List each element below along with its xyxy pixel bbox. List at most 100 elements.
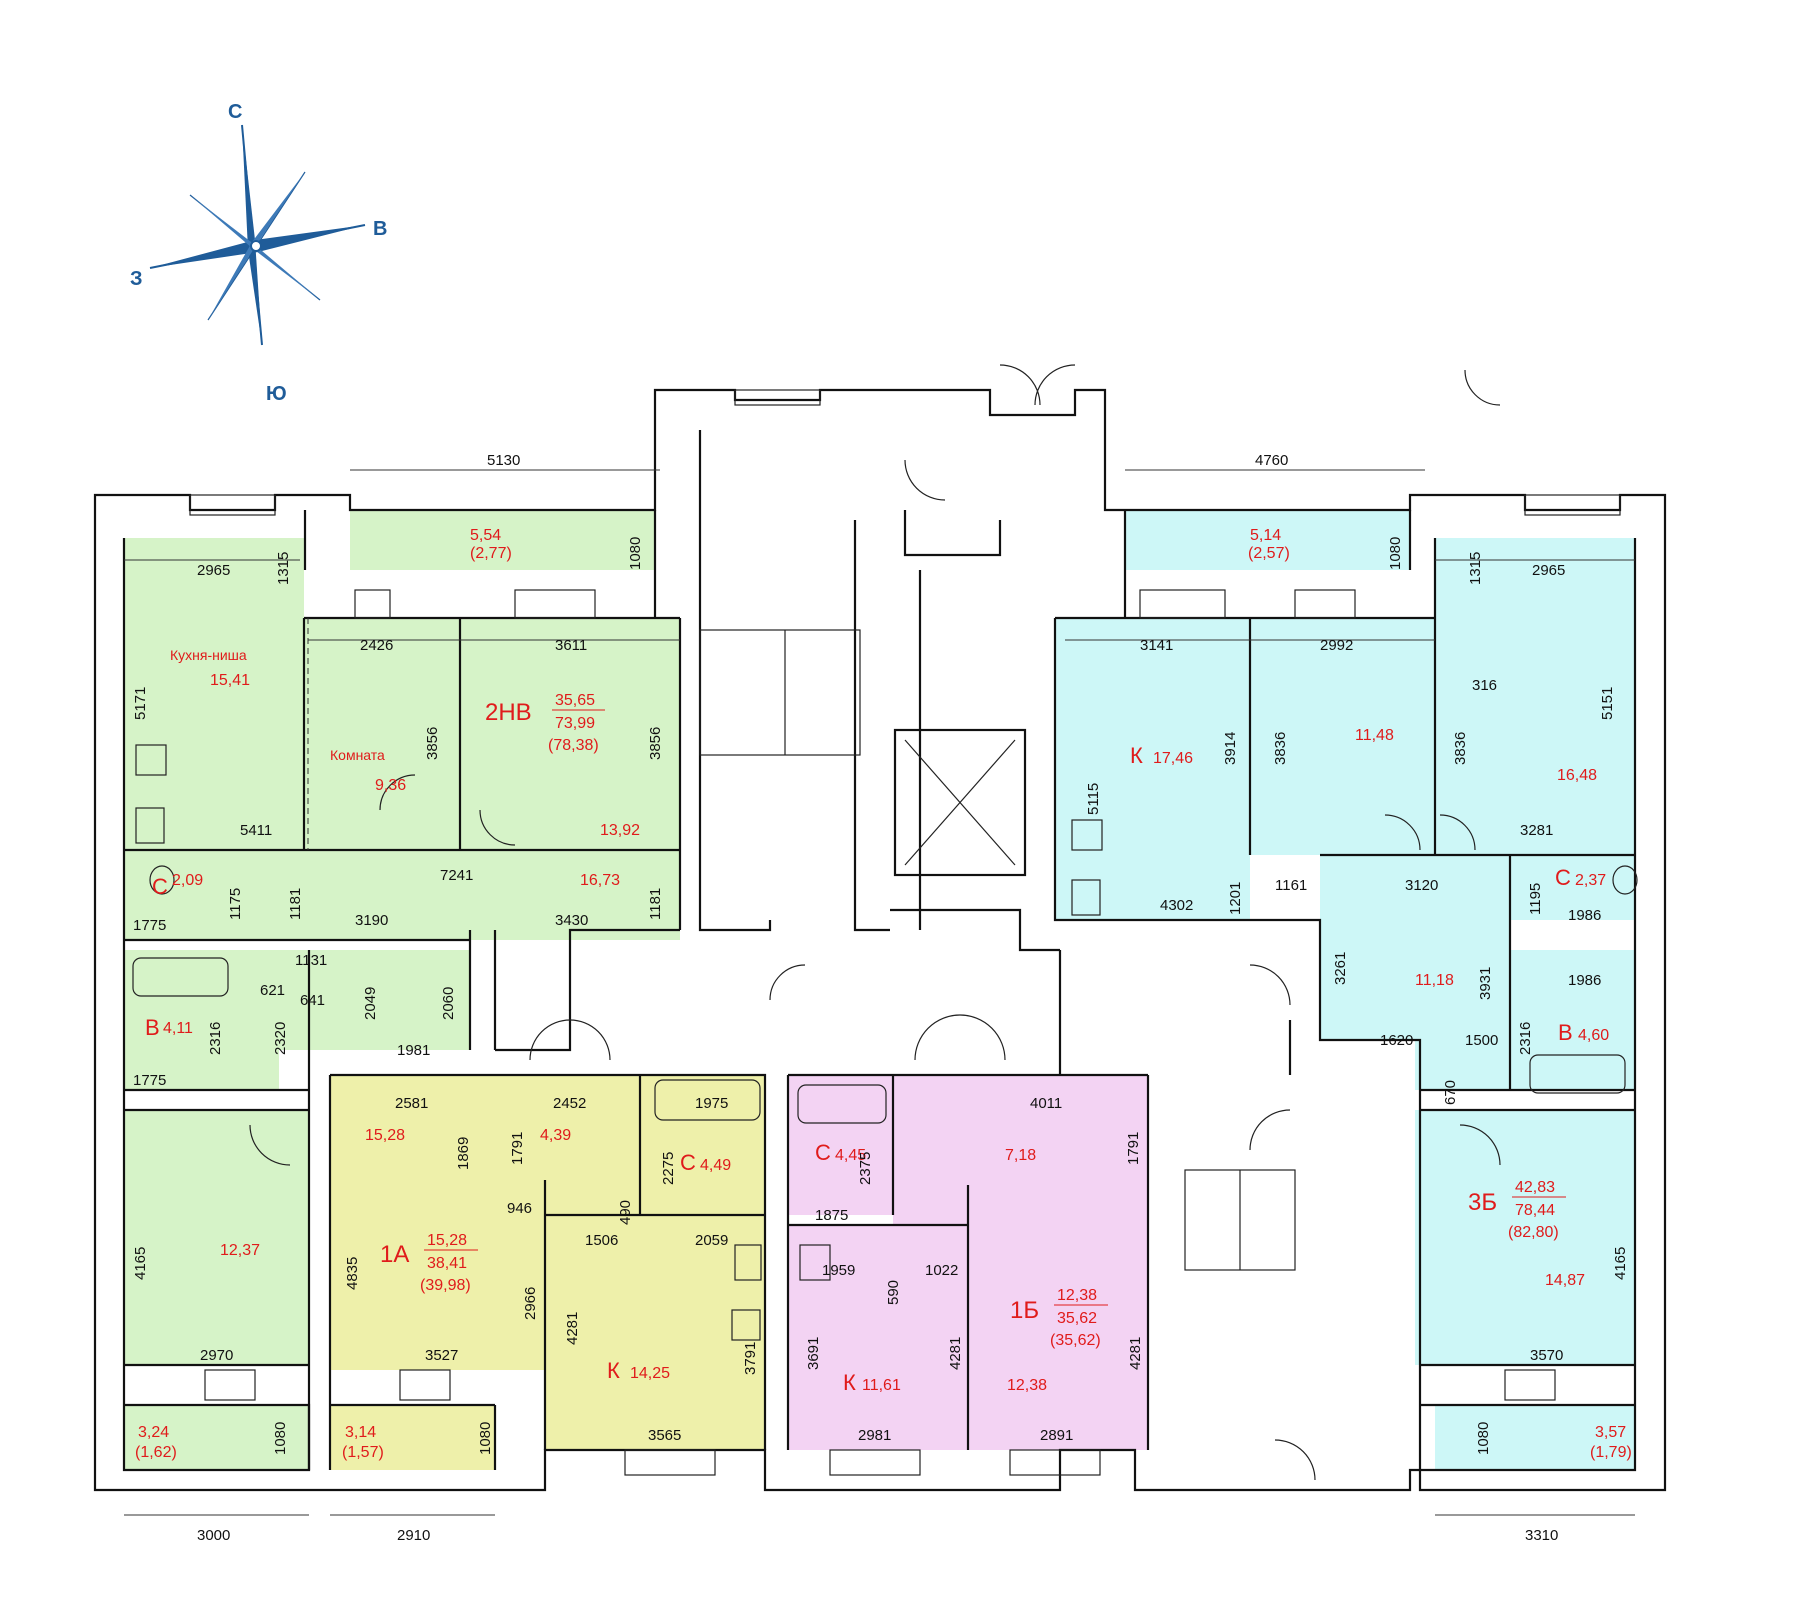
dim-label: 5171 xyxy=(132,687,149,720)
living-area: 35,65 xyxy=(555,692,595,709)
total-area: 78,44 xyxy=(1515,1202,1555,1219)
room2-area: 16,48 xyxy=(1557,767,1597,784)
dim-label: 2426 xyxy=(360,637,393,654)
dim-label: 2060 xyxy=(440,987,457,1020)
dim-label: 1981 xyxy=(397,1042,430,1059)
dim-label: 1791 xyxy=(509,1132,526,1165)
stove-icon xyxy=(731,1309,761,1341)
total-with-balcony: (78,38) xyxy=(548,737,599,754)
dim-label: 2992 xyxy=(1320,637,1353,654)
dim-label: 4281 xyxy=(564,1312,581,1345)
dim-label: 2981 xyxy=(858,1427,891,1444)
dim-label: 3856 xyxy=(647,727,664,760)
total-area: 38,41 xyxy=(427,1255,467,1272)
kitchen-code: К xyxy=(843,1370,856,1395)
dim-label: 670 xyxy=(1442,1080,1459,1105)
apartment-code: 1А xyxy=(380,1241,409,1268)
dim-label: 3261 xyxy=(1332,952,1349,985)
room-area: 12,38 xyxy=(1007,1377,1047,1394)
dim-label: 1080 xyxy=(1475,1422,1492,1455)
dim-label: 641 xyxy=(300,992,325,1009)
dim-label: 5411 xyxy=(240,822,272,839)
room3-area: 14,87 xyxy=(1545,1272,1585,1289)
dim-label: 2375 xyxy=(857,1152,874,1185)
dim-label: 3836 xyxy=(1452,732,1469,765)
dim-label: 4302 xyxy=(1160,897,1193,914)
dim-label: 3611 xyxy=(555,637,587,654)
dim-label: 2316 xyxy=(1517,1022,1534,1055)
room-label: Комната xyxy=(330,747,385,763)
bath-area: 2,37 xyxy=(1575,872,1606,889)
dim-label: 4760 xyxy=(1255,452,1288,469)
bath-code: С xyxy=(815,1140,831,1165)
stove-icon xyxy=(135,744,167,776)
dim-label: 4281 xyxy=(1127,1337,1144,1370)
dim-label: 3931 xyxy=(1477,967,1494,1000)
total-with-balcony: (39,98) xyxy=(420,1277,471,1294)
room-area: 15,28 xyxy=(365,1127,405,1144)
dim-label: 946 xyxy=(507,1200,532,1217)
stove-icon xyxy=(1071,819,1103,851)
dim-label: 2891 xyxy=(1040,1427,1073,1444)
stair-upper xyxy=(699,629,861,756)
dim-label: 4835 xyxy=(344,1257,361,1290)
dim-label: 5151 xyxy=(1599,687,1616,720)
total-with-balcony: (35,62) xyxy=(1050,1332,1101,1349)
apartment-1a-fills xyxy=(330,1075,765,1470)
kitchen-area: 14,25 xyxy=(630,1365,670,1382)
dim-label: 2581 xyxy=(395,1095,428,1112)
dim-label: 3836 xyxy=(1272,732,1289,765)
dim-label: 7241 xyxy=(440,867,473,884)
dim-label: 1201 xyxy=(1227,882,1244,915)
bath-code: С xyxy=(152,874,168,899)
bathtub-icon xyxy=(797,1084,887,1124)
dim-label: 3691 xyxy=(805,1337,822,1370)
total-area: 35,62 xyxy=(1057,1310,1097,1327)
dim-label: 3527 xyxy=(425,1347,458,1364)
dim-label: 1022 xyxy=(925,1262,958,1279)
dim-label: 3856 xyxy=(424,727,441,760)
dimension-labels: 5130 4760 3000 2910 3310 2965 1315 5171 … xyxy=(132,452,1629,1544)
toilet-icon xyxy=(149,865,175,895)
dim-label: 1775 xyxy=(133,1072,166,1089)
dim-label: 1161 xyxy=(1275,877,1307,894)
dim-label: 1080 xyxy=(477,1422,494,1455)
kitchen-label: Кухня-ниша xyxy=(170,647,247,663)
dim-label: 1875 xyxy=(815,1207,848,1224)
kitchen-code: К xyxy=(1130,743,1143,768)
dim-label: 3914 xyxy=(1222,732,1239,765)
wc-area: 4,11 xyxy=(163,1020,193,1037)
dim-label: 1986 xyxy=(1568,972,1601,989)
dim-label: 3120 xyxy=(1405,877,1438,894)
balcony-top-area: 5,14 xyxy=(1250,527,1281,544)
toilet-icon xyxy=(1612,865,1638,895)
apartment-1b-labels: С 4,45 7,18 1Б 12,38 35,62 (35,62) К 11,… xyxy=(815,1140,1108,1395)
apartment-code: 1Б xyxy=(1010,1297,1039,1324)
wc-code: В xyxy=(1558,1020,1573,1045)
balcony-area: 3,14 xyxy=(345,1424,376,1441)
dim-label: 3791 xyxy=(742,1342,759,1375)
dim-label: 1181 xyxy=(287,888,304,920)
dim-label: 3281 xyxy=(1520,822,1553,839)
compass-west: З xyxy=(130,268,143,290)
dim-label: 1080 xyxy=(627,537,644,570)
dim-label: 1315 xyxy=(1467,552,1484,585)
dim-label: 2316 xyxy=(207,1022,224,1055)
stair-lower xyxy=(1184,1169,1296,1271)
living-area: 15,28 xyxy=(427,1232,467,1249)
dim-label: 1506 xyxy=(585,1232,618,1249)
dim-label: 621 xyxy=(260,982,285,999)
apartment-2nv-fills xyxy=(124,510,680,1470)
apartment-1b-fills xyxy=(788,1075,1148,1450)
balcony-bot-half: (1,79) xyxy=(1590,1444,1632,1461)
dim-label: 1181 xyxy=(647,888,664,920)
bathtub-icon xyxy=(654,1079,761,1121)
sink-icon xyxy=(1071,879,1101,916)
apartment-1a-labels: 15,28 4,39 С 4,49 1А 15,28 38,41 (39,98)… xyxy=(342,1127,731,1461)
dim-label: 1775 xyxy=(133,917,166,934)
room-area: 9,36 xyxy=(375,777,406,794)
dim-label: 3141 xyxy=(1140,637,1173,654)
dim-label: 2275 xyxy=(660,1152,677,1185)
dim-label: 2966 xyxy=(522,1287,539,1320)
